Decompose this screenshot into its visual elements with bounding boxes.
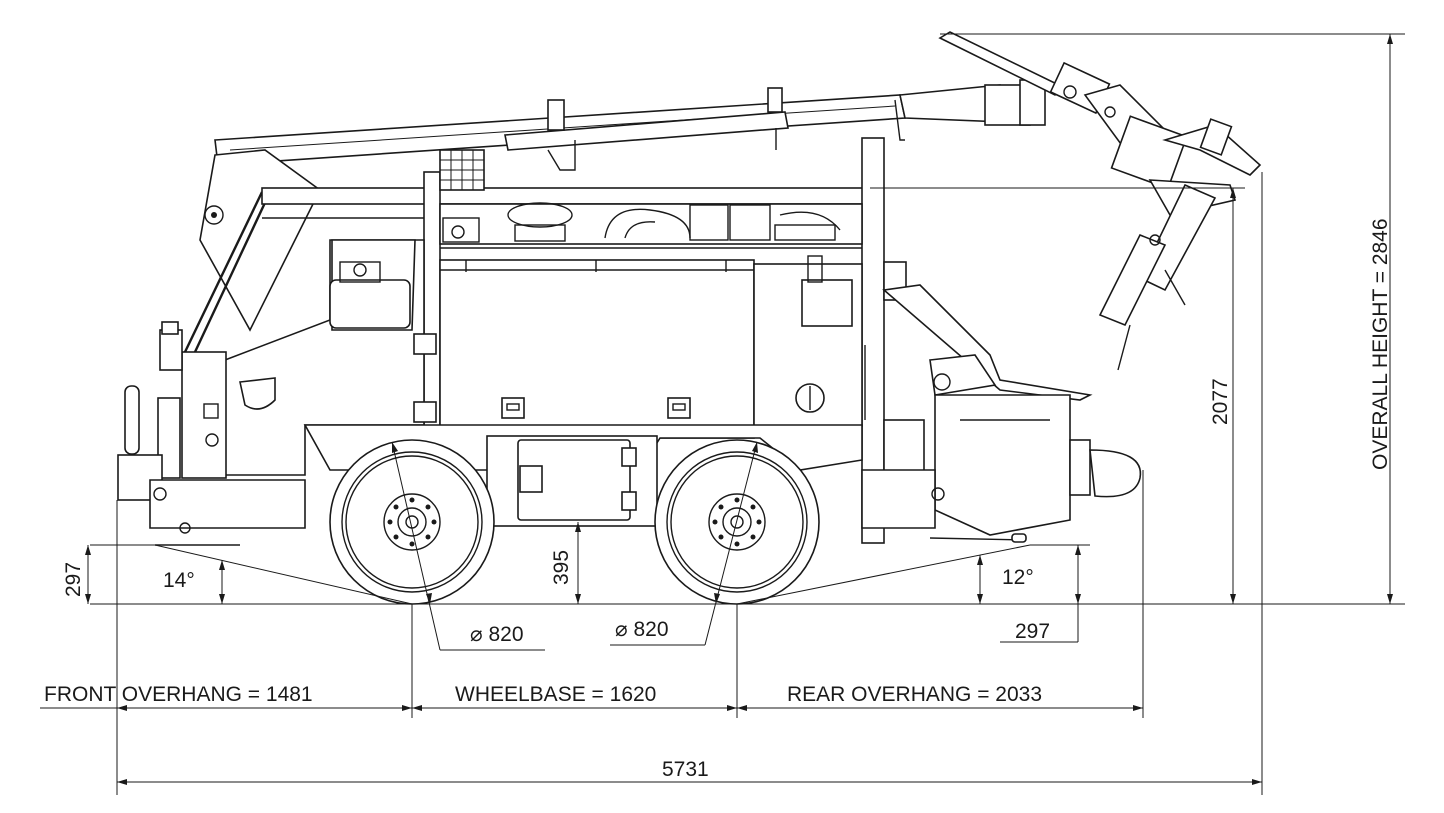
height-2077-label: 2077 [1209,378,1232,425]
dimension-labels: FRONT OVERHANG = 1481 WHEELBASE = 1620 R… [44,218,1392,781]
front-wheel-diameter-label: ⌀ 820 [470,623,524,646]
rear-hopper [882,261,1142,543]
spray-nozzle-head [1098,118,1262,371]
front-clearance-label: 297 [62,562,85,597]
boom-arm [214,31,1188,190]
front-overhang-label: FRONT OVERHANG = 1481 [44,683,313,706]
front-wheel [329,439,495,605]
rear-angle-label: 12° [1002,566,1034,589]
front-angle-label: 14° [163,569,195,592]
machine-side-view [117,31,1262,605]
center-toolbox [439,259,755,439]
overall-length-label: 5731 [662,758,709,781]
front-cab [117,239,437,501]
rear-overhang-label: REAR OVERHANG = 2033 [787,683,1042,706]
rear-wheel-diameter-label: ⌀ 820 [615,618,669,641]
ground-clearance-label: 395 [550,550,573,585]
wheelbase-label: WHEELBASE = 1620 [455,683,656,706]
overall-height-label: OVERALL HEIGHT = 2846 [1369,218,1392,470]
rear-clearance-label: 297 [1015,620,1050,643]
rear-tank-box [753,255,866,427]
engine-bay [439,202,863,249]
dimension-lines [40,33,1405,795]
